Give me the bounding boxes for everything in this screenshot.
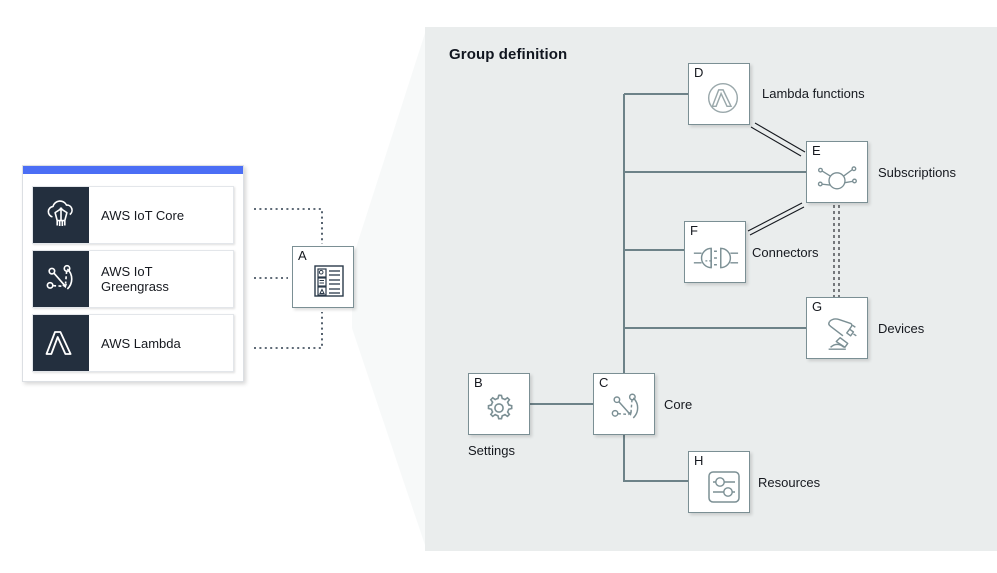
resources-sliders-icon <box>689 452 749 512</box>
service-label: AWS IoT Greengrass <box>101 264 169 294</box>
service-label: AWS IoT Core <box>101 207 185 223</box>
lambda-icon <box>33 315 89 371</box>
node-key: G <box>812 299 823 314</box>
gear-icon <box>469 374 529 434</box>
node-key: A <box>298 248 307 263</box>
node-d-label: Lambda functions <box>762 86 865 101</box>
card-accent-bar <box>23 166 243 174</box>
lambda-circle-icon <box>689 64 749 124</box>
node-e-subscriptions[interactable]: E <box>806 141 868 203</box>
node-f-connectors[interactable]: F <box>684 221 746 283</box>
node-key: C <box>599 375 609 390</box>
robot-arm-icon <box>807 298 867 358</box>
greengrass-icon <box>33 251 89 307</box>
group-list-icon <box>293 247 353 307</box>
node-e-label: Subscriptions <box>878 165 957 180</box>
node-c-label: Core <box>664 397 693 412</box>
greengrass-core-icon <box>594 374 654 434</box>
node-c-core[interactable]: C <box>593 373 655 435</box>
service-label: AWS Lambda <box>101 335 181 351</box>
service-row-lambda[interactable]: AWS Lambda <box>32 314 234 372</box>
group-definition-title: Group definition <box>449 46 568 63</box>
subscriptions-hub-icon <box>807 142 867 202</box>
node-key: E <box>812 143 821 158</box>
service-row-greengrass[interactable]: AWS IoT Greengrass <box>32 250 234 308</box>
aws-services-card: AWS IoT Core AWS IoT Greengrass <box>22 165 244 382</box>
node-b-settings[interactable]: B <box>468 373 530 435</box>
service-row-iot-core[interactable]: AWS IoT Core <box>32 186 234 244</box>
node-key: D <box>694 65 704 80</box>
zoom-cone <box>352 27 427 551</box>
node-b-label: Settings <box>468 443 515 458</box>
node-g-label: Devices <box>878 321 925 336</box>
node-h-label: Resources <box>758 475 821 490</box>
node-key: B <box>474 375 483 390</box>
node-key: H <box>694 453 704 468</box>
node-f-label: Connectors <box>752 245 819 260</box>
node-d-lambda-functions[interactable]: D <box>688 63 750 125</box>
iot-core-cloud-icon <box>33 187 89 243</box>
node-key: F <box>690 223 698 238</box>
node-h-resources[interactable]: H <box>688 451 750 513</box>
node-a-group[interactable]: A <box>292 246 354 308</box>
connector-plug-icon <box>685 222 745 282</box>
node-g-devices[interactable]: G <box>806 297 868 359</box>
